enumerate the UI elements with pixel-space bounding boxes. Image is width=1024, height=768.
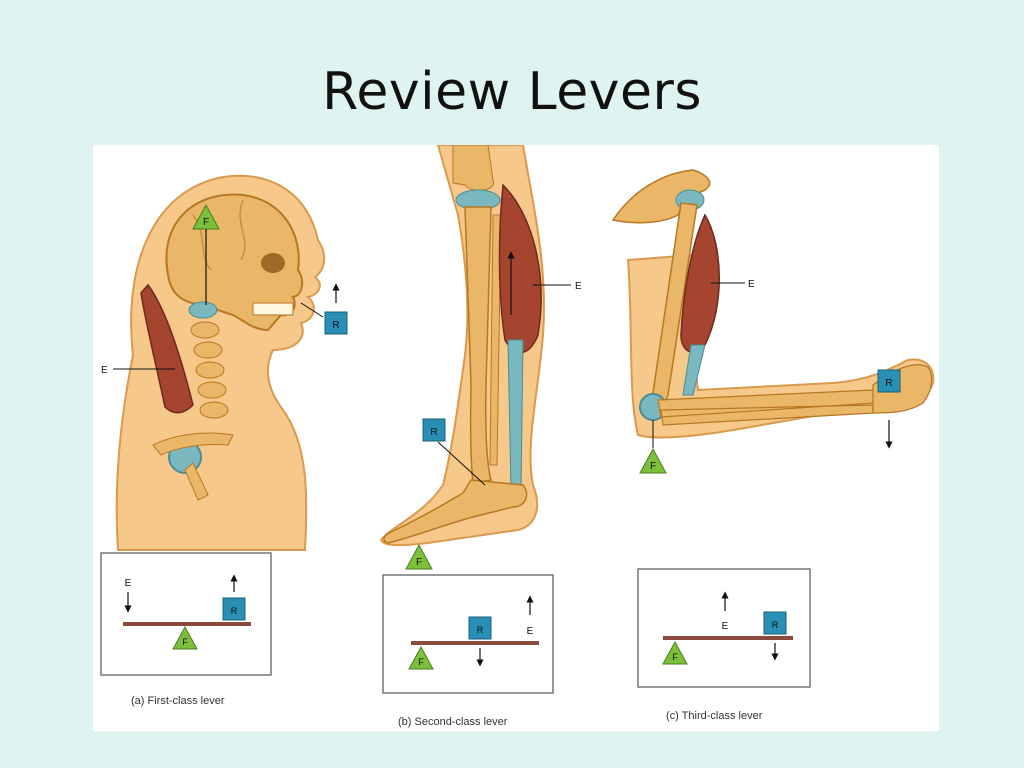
panel-c-arm: R E F <box>611 169 935 474</box>
schematic-resistance-label-b: R <box>477 625 484 635</box>
effort-label-c: E <box>748 279 755 290</box>
schematic-fulcrum-label-a: F <box>182 637 188 647</box>
biceps-tendon <box>682 344 706 396</box>
caption-b: (b) Second-class lever <box>398 716 508 728</box>
schematic-fulcrum-label-c: F <box>672 652 678 662</box>
resistance-marker-b <box>422 418 446 442</box>
slide-title: Review Levers <box>322 62 702 122</box>
scapula <box>611 169 711 224</box>
resistance-marker-c <box>877 369 901 393</box>
schematic-resistance-c <box>763 611 787 635</box>
fulcrum-label-a: F <box>203 217 209 228</box>
schematic-fulcrum-label-b: F <box>418 657 424 667</box>
resistance-marker-a <box>324 311 348 335</box>
schematic-effort-label-a: E <box>125 578 132 589</box>
caption-a: (a) First-class lever <box>131 695 225 707</box>
resistance-label-a: R <box>332 320 339 331</box>
foot-bones <box>383 479 528 544</box>
effort-label-b: E <box>575 281 582 292</box>
biceps-muscle <box>680 213 720 354</box>
schematic-effort-label-b: E <box>527 626 534 637</box>
fulcrum-marker-c <box>639 447 667 474</box>
panel-b-leg: R E F <box>379 145 582 570</box>
neck-muscle <box>140 283 194 414</box>
cervical-spine <box>188 301 229 419</box>
schematic-b: F R E (b) Second-class lever <box>382 574 554 728</box>
eye-socket <box>261 253 285 273</box>
tibia <box>464 206 492 484</box>
resistance-label-c: R <box>885 378 892 389</box>
fulcrum-marker-b <box>405 543 433 570</box>
schematic-resistance-label-c: R <box>772 620 779 630</box>
schematic-resistance-a <box>222 597 246 621</box>
fulcrum-label-c: F <box>650 461 656 472</box>
lever-diagram-figure: F R E R E F <box>93 145 939 731</box>
lever-diagram-svg: F R E R E F <box>100 145 935 728</box>
schematic-effort-label-c: E <box>722 621 729 632</box>
schematic-a: F R E (a) First-class lever <box>100 552 272 707</box>
schematic-fulcrum-c <box>662 640 688 665</box>
schematic-fulcrum-a <box>172 625 198 650</box>
effort-label-a: E <box>101 365 108 376</box>
schematic-c: F R E (c) Third-class lever <box>637 568 811 722</box>
teeth <box>252 302 294 316</box>
resistance-label-b: R <box>430 427 437 438</box>
caption-c: (c) Third-class lever <box>666 710 763 722</box>
schematic-resistance-label-a: R <box>231 606 238 616</box>
schematic-fulcrum-b <box>408 645 434 670</box>
fulcrum-label-b: F <box>416 557 422 568</box>
schematic-resistance-b <box>468 616 492 640</box>
achilles-tendon <box>507 339 524 491</box>
panel-a-head: F R E <box>101 174 348 551</box>
